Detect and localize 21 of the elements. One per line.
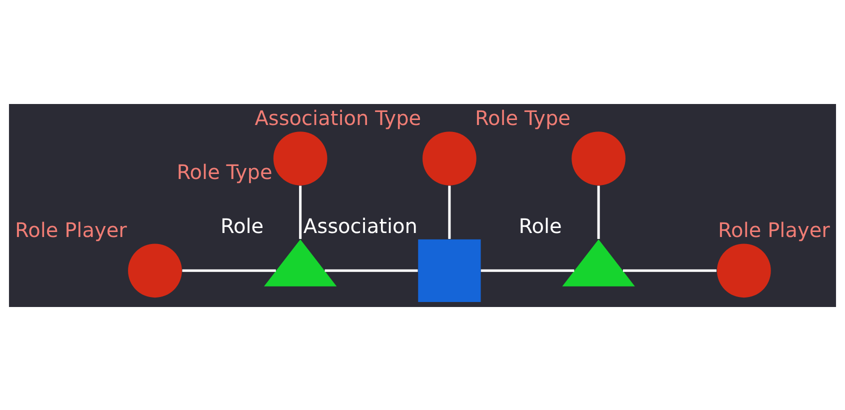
connector bbox=[480, 268, 574, 272]
connector bbox=[597, 185, 600, 238]
node-label: Role Player bbox=[718, 218, 830, 242]
connector bbox=[622, 268, 716, 272]
connector bbox=[448, 185, 451, 238]
node-label: Role Player bbox=[15, 218, 127, 242]
node-circle bbox=[716, 243, 771, 298]
node-label: Role Type bbox=[176, 159, 272, 184]
node-label: Role bbox=[220, 213, 264, 238]
node-circle bbox=[273, 131, 328, 185]
node-box bbox=[418, 238, 481, 302]
node-label: Role Type bbox=[474, 106, 571, 130]
node-circle bbox=[128, 243, 182, 298]
connector bbox=[299, 185, 302, 238]
node-label: Association Type bbox=[254, 106, 422, 130]
connector bbox=[324, 268, 418, 272]
node-label: Role bbox=[518, 213, 562, 238]
node-circle bbox=[422, 131, 476, 185]
connector bbox=[182, 268, 276, 272]
node-circle bbox=[572, 131, 626, 185]
node-label: Association bbox=[303, 213, 418, 238]
